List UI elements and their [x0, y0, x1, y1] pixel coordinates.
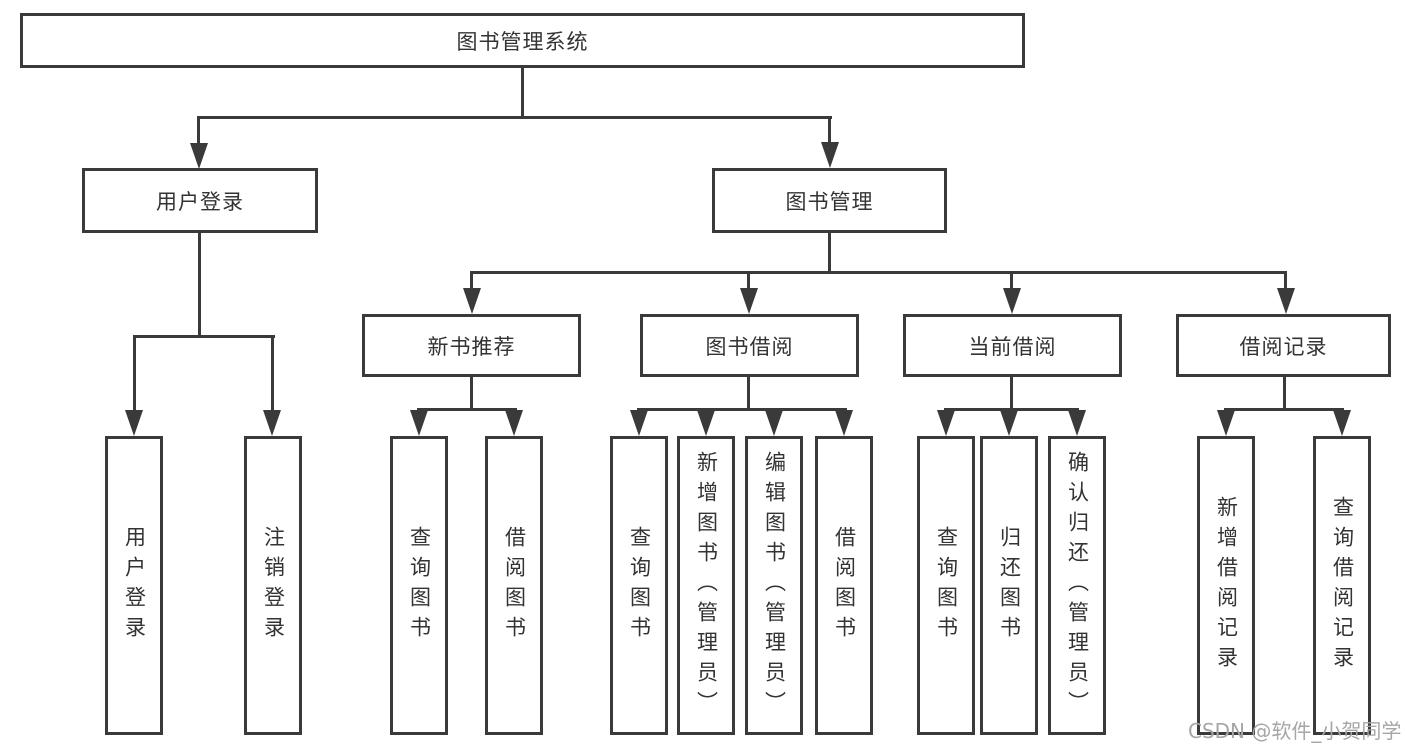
arrowhead-leaf-query-books-2 [630, 410, 648, 436]
connector-user-login-stem [198, 230, 201, 338]
node-borrow-records: 借阅记录 [1176, 314, 1391, 377]
leaf-return-books: 归还图书 [980, 436, 1038, 735]
arrowhead-leaf-query-books-1 [410, 410, 428, 436]
leaf-label: 查询图书 [934, 525, 959, 646]
node-label: 借阅记录 [1239, 334, 1328, 359]
arrowhead-leaf-edit-books [765, 410, 783, 436]
connector-book-mgmt-drop [828, 116, 831, 146]
connector-user-login-rail [133, 335, 275, 338]
connector-level1-rail [197, 116, 832, 119]
leaf-label: 借阅图书 [502, 525, 527, 646]
node-current-borrow: 当前借阅 [903, 314, 1122, 377]
node-label: 图书管理 [785, 189, 874, 214]
leaf-label: 归还图书 [997, 525, 1022, 646]
connector-new-books-drop [470, 271, 473, 291]
leaf-label: 编辑图书（管理员） [762, 450, 787, 721]
node-new-books: 新书推荐 [362, 314, 581, 377]
node-label: 当前借阅 [968, 334, 1057, 359]
leaf-add-books-admin: 新增图书（管理员） [677, 436, 735, 735]
leaf-label: 确认归还（管理员） [1065, 450, 1090, 721]
leaf-query-books-1: 查询图书 [390, 436, 448, 735]
leaf-edit-books-admin: 编辑图书（管理员） [745, 436, 803, 735]
connector-book-mgmt-stem [828, 230, 831, 274]
node-label: 图书借阅 [705, 334, 794, 359]
arrowhead-leaf-borrow-books-2 [835, 410, 853, 436]
arrowhead-leaf-return-books [1000, 410, 1018, 436]
leaf-user-login: 用户登录 [105, 436, 163, 735]
leaf-label: 注销登录 [261, 525, 286, 646]
connector-new-books-rail [417, 408, 517, 411]
leaf-query-books-3: 查询图书 [917, 436, 975, 735]
node-label: 用户登录 [156, 189, 244, 214]
node-root: 图书管理系统 [20, 13, 1025, 68]
leaf-query-borrow-record: 查询借阅记录 [1313, 436, 1371, 735]
node-user-login: 用户登录 [82, 168, 318, 233]
leaf-label: 借阅图书 [832, 525, 857, 646]
connector-root-stem [521, 66, 524, 119]
connector-current-borrow-rail [944, 408, 1079, 411]
leaf-label: 用户登录 [122, 525, 147, 646]
node-book-borrow: 图书借阅 [640, 314, 859, 377]
arrowhead-user-login [190, 143, 208, 169]
leaf-label: 查询图书 [407, 525, 432, 646]
arrowhead-leaf-query-books-3 [937, 410, 955, 436]
leaf-label: 新增图书（管理员） [694, 450, 719, 721]
leaf-logout: 注销登录 [244, 436, 302, 735]
arrowhead-leaf-add-record [1217, 410, 1235, 436]
connector-current-borrow-stem [1010, 375, 1013, 411]
leaf-borrow-books-1: 借阅图书 [485, 436, 543, 735]
arrowhead-leaf-query-record [1333, 410, 1351, 436]
node-label: 新书推荐 [427, 334, 516, 359]
connector-leaf-logout-drop [271, 335, 274, 413]
arrowhead-book-mgmt [821, 142, 839, 168]
arrowhead-new-books [463, 288, 481, 314]
connector-borrow-records-stem [1283, 375, 1286, 411]
node-label: 图书管理系统 [456, 29, 589, 54]
connector-book-borrow-stem [747, 375, 750, 411]
arrowhead-leaf-borrow-books-1 [505, 410, 523, 436]
connector-level3-rail [470, 271, 1287, 274]
connector-book-borrow-drop [747, 271, 750, 291]
node-book-mgmt: 图书管理 [712, 168, 947, 233]
arrowhead-leaf-add-books [697, 410, 715, 436]
csdn-watermark: CSDN @软件_小贺同学 [1188, 719, 1402, 743]
leaf-add-borrow-record: 新增借阅记录 [1197, 436, 1255, 735]
arrowhead-borrow-records [1277, 288, 1295, 314]
connector-borrow-records-drop [1284, 271, 1287, 291]
arrowhead-leaf-confirm-return [1068, 410, 1086, 436]
leaf-label: 新增借阅记录 [1214, 495, 1239, 676]
connector-current-borrow-drop [1010, 271, 1013, 291]
connector-leaf-user-login-drop [133, 335, 136, 413]
connector-book-borrow-rail [637, 408, 847, 411]
connector-borrow-records-rail [1224, 408, 1344, 411]
leaf-borrow-books-2: 借阅图书 [815, 436, 873, 735]
connector-user-login-drop [197, 116, 200, 146]
arrowhead-leaf-user-login [125, 410, 143, 436]
arrowhead-current-borrow [1003, 288, 1021, 314]
arrowhead-leaf-logout [263, 410, 281, 436]
leaf-query-books-2: 查询图书 [610, 436, 668, 735]
arrowhead-book-borrow [740, 288, 758, 314]
connector-new-books-stem [470, 375, 473, 411]
leaf-confirm-return-admin: 确认归还（管理员） [1048, 436, 1106, 735]
leaf-label: 查询借阅记录 [1330, 495, 1355, 676]
leaf-label: 查询图书 [627, 525, 652, 646]
